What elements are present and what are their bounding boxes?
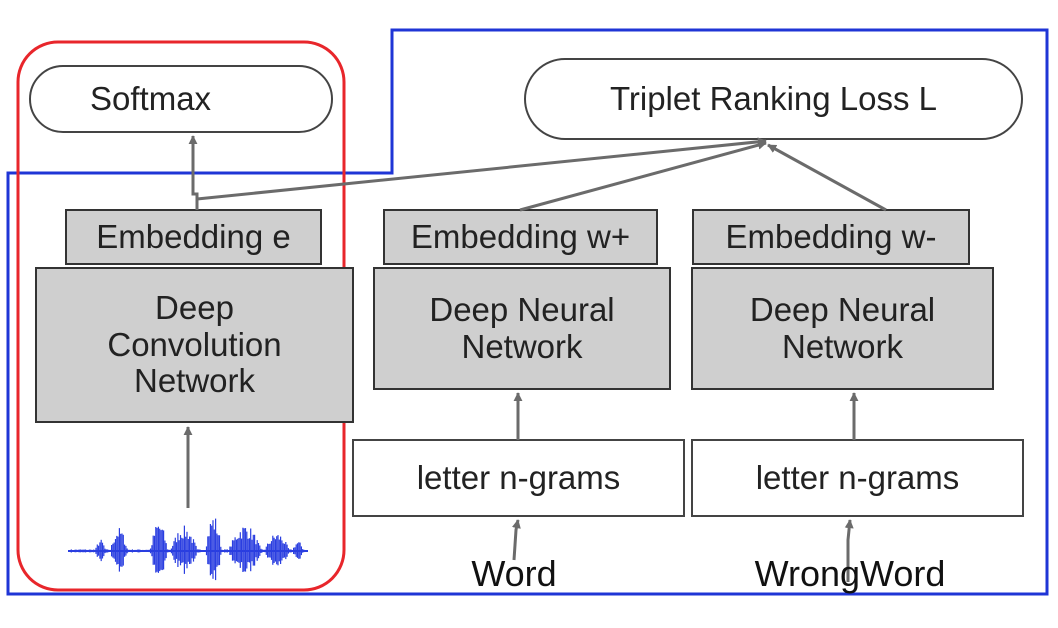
deep-convolution-network-label: Deep Convolution Network [107,288,282,400]
deep-neural-network-label-2: Deep Neural Network [749,290,936,365]
word-input-label: Word [471,552,557,594]
embedding-w-minus-box [692,209,970,265]
triplet-loss-label: Triplet Ranking Loss L [609,79,938,117]
embedding-w-plus-label: Embedding w+ [410,217,631,255]
letter-ngrams-label-1: letter n-grams [416,458,621,496]
arrow-wrongword-to-ngrams [844,519,854,582]
arrow-embedding-e-to-loss [196,137,767,201]
deep-neural-network-label-1: Deep Neural Network [429,290,615,365]
wrongword-input-label: WrongWord [754,552,946,594]
deep-neural-network-box-1 [373,267,671,390]
arrow-word-to-ngrams [511,519,521,561]
deep-neural-network-box-2 [691,267,994,390]
letter-ngrams-box-1 [352,439,685,517]
softmax-node [29,65,333,133]
audio-waveform-icon [68,518,308,581]
embedding-e-label: Embedding e [96,217,291,255]
triplet-loss-node [524,58,1023,140]
embedding-e-box [65,209,322,265]
embedding-w-minus-label: Embedding w- [725,217,937,255]
softmax-label: Softmax [90,79,212,117]
letter-ngrams-box-2 [691,439,1024,517]
arrow-embedding-w-minus-to-loss [767,143,887,212]
deep-convolution-network-box [35,267,354,423]
text-branch-outline [6,28,1049,596]
letter-ngrams-label-2: letter n-grams [755,458,960,496]
arrow-embedding-w-plus-to-loss [519,140,767,212]
arrow-embedding-to-softmax [188,135,199,210]
